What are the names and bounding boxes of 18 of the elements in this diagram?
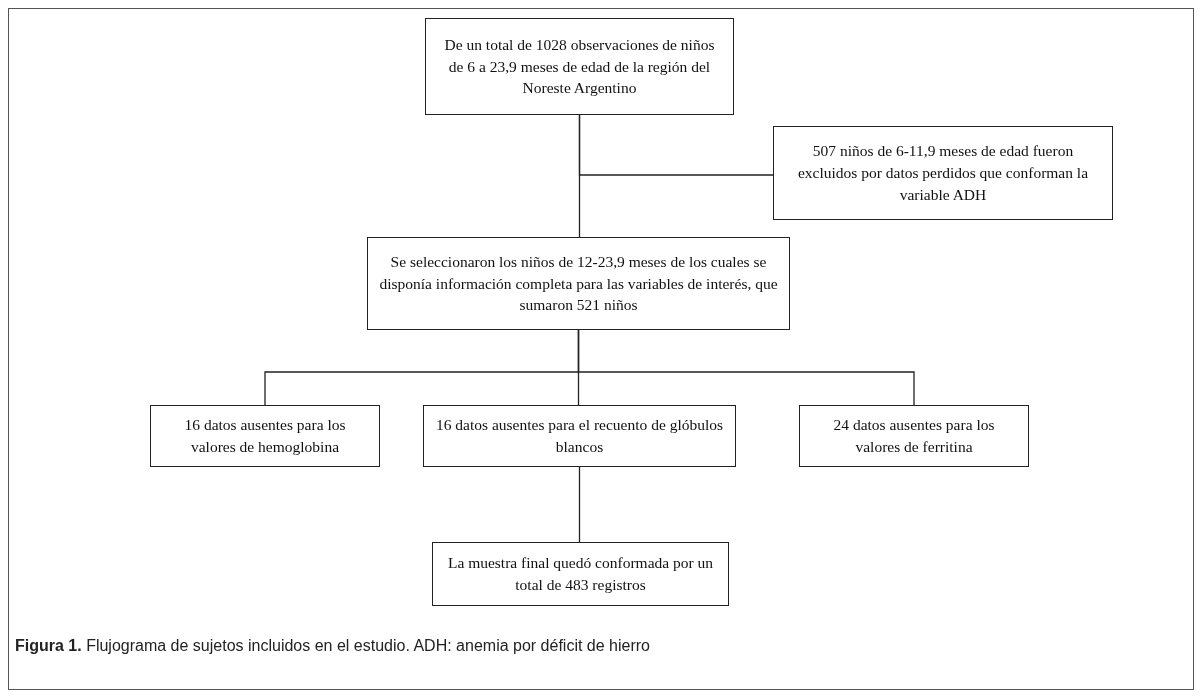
connector-line [578, 114, 774, 176]
connector-line [578, 466, 581, 543]
process-box [367, 237, 790, 330]
box-text: Se seleccionaron los niños de 12-23,9 meses de los cuales se disponía información completa para las variables de interés, que sumaron 521 niños [378, 251, 779, 316]
box-text: 16 datos ausentes para los valores de hemoglobina [183, 415, 347, 457]
process-box [150, 405, 380, 467]
process-box [423, 405, 736, 467]
box-text: 16 datos ausentes para el recuento de glóbulos blancos [434, 415, 725, 457]
process-box [773, 126, 1113, 220]
figure-caption: Figura 1. Flujograma de sujetos incluidos en el estudio. ADH: anemia por déficit de hierro [15, 637, 650, 655]
connector-line [577, 329, 915, 406]
process-box [432, 542, 729, 606]
box-text: La muestra final quedó conformada por un total de 483 registros [446, 553, 715, 595]
box-text: 24 datos ausentes para los valores de ferritina [832, 415, 996, 457]
process-box [799, 405, 1029, 467]
box-text: De un total de 1028 observaciones de niños de 6 a 23,9 meses de edad de la región del Noreste Argentino [443, 34, 716, 99]
process-box [425, 18, 734, 115]
box-text: 507 niños de 6-11,9 meses de edad fueron excluidos por datos perdidos que conforman la variable ADH [796, 141, 1090, 205]
